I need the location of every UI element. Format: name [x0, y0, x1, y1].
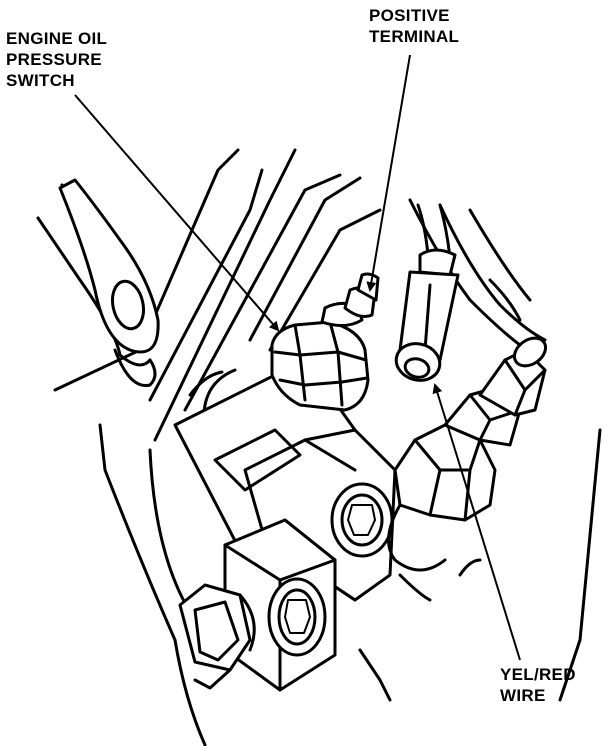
socket-bolt-lower [267, 577, 327, 657]
label-line: POSITIVE [369, 6, 450, 25]
engine-casing [36, 148, 602, 746]
wire-connector-boot [394, 203, 460, 382]
hose-fitting [387, 198, 548, 572]
mounting-bracket [58, 178, 160, 388]
label-yel-red-wire: YEL/RED WIRE [500, 664, 576, 706]
label-engine-oil-pressure-switch: ENGINE OIL PRESSURE SWITCH [6, 28, 107, 91]
socket-bolt-upper [330, 482, 394, 558]
label-positive-terminal: POSITIVE TERMINAL [369, 5, 459, 47]
leader-wire [432, 383, 521, 661]
oil-pressure-switch [270, 272, 380, 412]
leader-oil-switch [74, 94, 280, 332]
leader-positive-terminal [366, 54, 411, 292]
label-line: TERMINAL [369, 27, 460, 46]
label-line: WIRE [500, 686, 546, 705]
label-line: YEL/RED [500, 665, 576, 684]
label-line: ENGINE OIL [6, 29, 108, 48]
hex-bolt [178, 583, 256, 690]
label-line: PRESSURE [6, 50, 102, 69]
label-line: SWITCH [6, 71, 75, 90]
leader-lines [74, 54, 521, 661]
